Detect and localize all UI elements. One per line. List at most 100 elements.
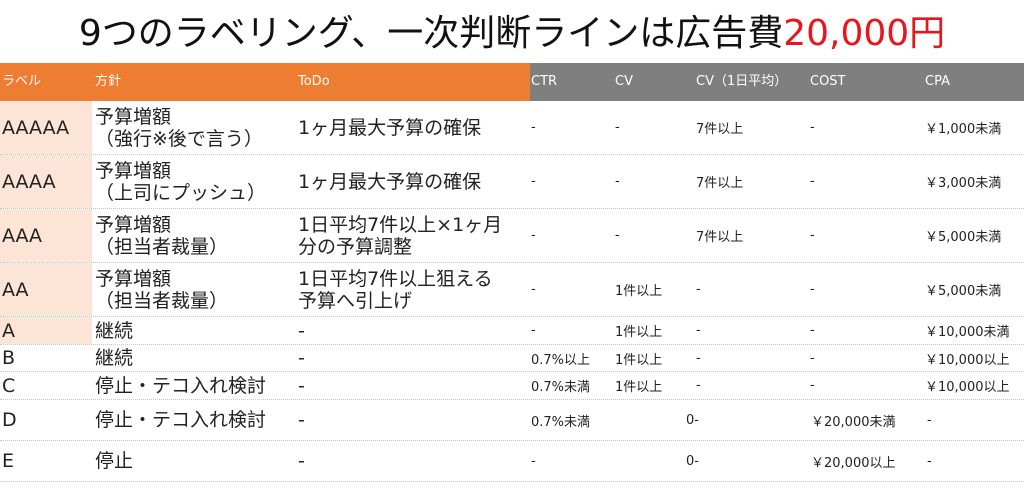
row-cv: - <box>615 155 620 208</box>
row-ctr: - <box>531 441 536 481</box>
row-todo: - <box>298 372 305 399</box>
row-policy: 停止 <box>95 441 133 481</box>
cv-avg-text: - <box>696 323 701 338</box>
cpa-text: ￥5,000未満 <box>925 230 1002 245</box>
cv-avg-text: 0- <box>686 412 699 428</box>
cv-avg-text: - <box>696 282 701 297</box>
cpa-text: ￥5,000未満 <box>925 284 1002 299</box>
cpa-text: ￥10,000以上 <box>925 380 1010 395</box>
row-label: B <box>2 345 15 371</box>
policy-text: 予算増額 <box>95 267 172 290</box>
row-cv-avg: 0- <box>686 441 699 481</box>
row-cpa: - <box>927 441 932 481</box>
header-cost: COST <box>810 74 846 89</box>
row-label: A <box>2 317 15 344</box>
row-ctr: 0.7%以上 <box>531 345 590 371</box>
ctr-text: - <box>531 282 536 297</box>
todo-text-2: 分の予算調整 <box>298 235 413 258</box>
row-cost: - <box>810 155 815 208</box>
cv-avg-text: 0- <box>686 453 699 469</box>
row-cost: ￥20,000未満 <box>811 400 896 440</box>
row-cv: 1件以上 <box>615 263 662 316</box>
table-row: D 停止・テコ入れ検討 - 0.7%未満 0- ￥20,000未満 - <box>0 400 1024 441</box>
row-cv: - <box>615 101 620 154</box>
label-text: D <box>2 409 17 431</box>
ctr-text: 0.7%未満 <box>531 380 591 395</box>
page-title: 9つのラベリング、一次判断ラインは広告費20,000円 <box>0 10 1024 58</box>
ctr-text: 0.7%未満 <box>531 414 591 430</box>
cpa-text: - <box>927 453 932 469</box>
label-highlight <box>0 155 92 208</box>
todo-text: - <box>298 374 305 397</box>
cv-text: 1件以上 <box>615 284 663 299</box>
row-cv: 1件以上 <box>615 372 662 399</box>
table-row: C 停止・テコ入れ検討 - 0.7%未満 1件以上 - - ￥10,000以上 <box>0 372 1024 400</box>
label-text: E <box>2 450 15 472</box>
row-cost: - <box>810 101 815 154</box>
label-highlight <box>0 209 92 262</box>
cv-avg-text: 7件以上 <box>696 122 744 137</box>
row-todo: - <box>298 400 305 440</box>
label-text: C <box>2 374 16 397</box>
label-highlight <box>0 263 92 316</box>
cpa-text: - <box>927 412 932 428</box>
cv-text: - <box>615 120 620 135</box>
cv-avg-text: 7件以上 <box>696 230 744 245</box>
todo-text: - <box>298 450 305 472</box>
cv-text: - <box>615 228 620 243</box>
label-text: AAAAA <box>2 116 70 139</box>
policy-sub-text: （強行※後で言う） <box>95 127 263 150</box>
row-cv-avg: 7件以上 <box>696 101 743 154</box>
cost-text: - <box>810 120 815 135</box>
cost-text: ￥20,000以上 <box>811 455 896 471</box>
row-cost: ￥20,000以上 <box>811 441 896 481</box>
todo-text: 1日平均7件以上×1ヶ月 <box>298 213 503 236</box>
policy-text: 予算増額 <box>95 213 172 236</box>
ctr-text: - <box>531 228 536 243</box>
row-ctr: 0.7%未満 <box>531 400 590 440</box>
label-highlight <box>0 101 92 154</box>
label-text: A <box>2 319 15 342</box>
row-cpa: ￥3,000未満 <box>925 155 1001 208</box>
row-cv-avg: - <box>696 263 701 316</box>
label-text: B <box>2 347 16 369</box>
row-todo: 1日平均7件以上狙える予算へ引上げ <box>298 263 493 316</box>
row-todo: - <box>298 317 305 344</box>
policy-text: 停止・テコ入れ検討 <box>95 409 267 431</box>
row-cost: - <box>810 209 815 262</box>
cv-avg-text: - <box>696 378 701 393</box>
row-label: AAA <box>2 209 42 262</box>
header-ctr: CTR <box>531 74 558 89</box>
header-policy: 方針 <box>95 74 122 89</box>
policy-text: 予算増額 <box>95 159 172 182</box>
header-todo: ToDo <box>298 74 330 89</box>
cost-text: - <box>810 323 815 338</box>
row-label: D <box>2 400 17 440</box>
table-header: ラベル 方針 ToDo CTR CV CV（1日平均） COST CPA <box>0 63 1024 101</box>
title-main: 9つのラベリング、一次判断ラインは広告費 <box>78 13 784 54</box>
cv-text: - <box>615 174 620 189</box>
label-text: AA <box>2 278 29 301</box>
title-highlight: 20,000円 <box>783 13 946 54</box>
row-ctr: - <box>531 263 536 316</box>
row-label: E <box>2 441 14 481</box>
row-label: C <box>2 372 15 399</box>
row-cost: - <box>810 345 815 371</box>
policy-text: 停止・テコ入れ検討 <box>95 374 267 397</box>
cv-text: 1件以上 <box>615 325 663 340</box>
row-cost: - <box>810 372 815 399</box>
header-label: ラベル <box>2 74 42 89</box>
ctr-text: - <box>531 174 536 189</box>
cpa-text: ￥10,000未満 <box>925 325 1010 340</box>
header-cv-avg: CV（1日平均） <box>696 74 788 89</box>
row-policy: 継続 <box>95 345 133 371</box>
todo-text: 1ヶ月最大予算の確保 <box>298 170 482 193</box>
cv-text: 1件以上 <box>615 352 663 368</box>
ctr-text: - <box>531 323 536 338</box>
policy-text: 継続 <box>95 347 134 369</box>
